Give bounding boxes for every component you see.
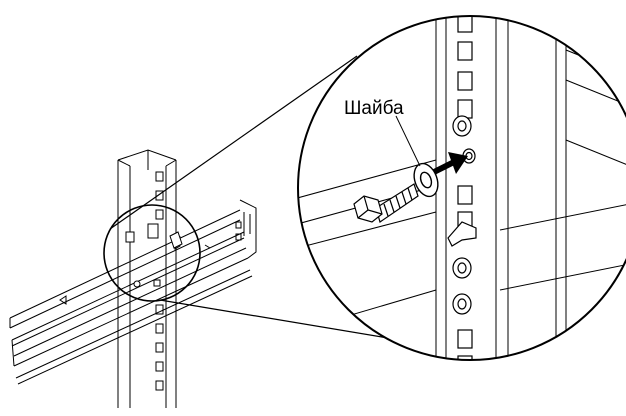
label-leader-line [395, 115, 421, 167]
post-studs [452, 115, 476, 315]
rack-post-holes [155, 171, 164, 391]
bolt [353, 183, 419, 223]
zoom-circle [297, 15, 626, 361]
post-hole [155, 304, 164, 315]
post-hole [155, 323, 164, 334]
post-square-hole [457, 16, 473, 33]
washer [413, 162, 439, 198]
washer-label: Шайба [344, 98, 404, 119]
rail-hook [447, 221, 477, 247]
post-square-hole [457, 185, 473, 205]
post-hole [155, 209, 164, 220]
detail-circle [103, 204, 201, 302]
zoom-detail: Шайба [297, 15, 626, 361]
post-square-hole [457, 71, 473, 91]
zoom-connector-lines [109, 55, 419, 344]
post-square-hole [457, 355, 473, 360]
post-hole [155, 361, 164, 372]
insert-direction-arrow [432, 152, 468, 175]
post-hole [155, 190, 164, 201]
post-hole [155, 171, 164, 182]
post-hole [155, 342, 164, 353]
post-square-hole [457, 41, 473, 61]
post-hole [155, 380, 164, 391]
post-square-holes [457, 16, 473, 360]
post-square-hole [457, 329, 473, 349]
slide-rail [9, 199, 257, 385]
post-square-hole [457, 99, 473, 119]
